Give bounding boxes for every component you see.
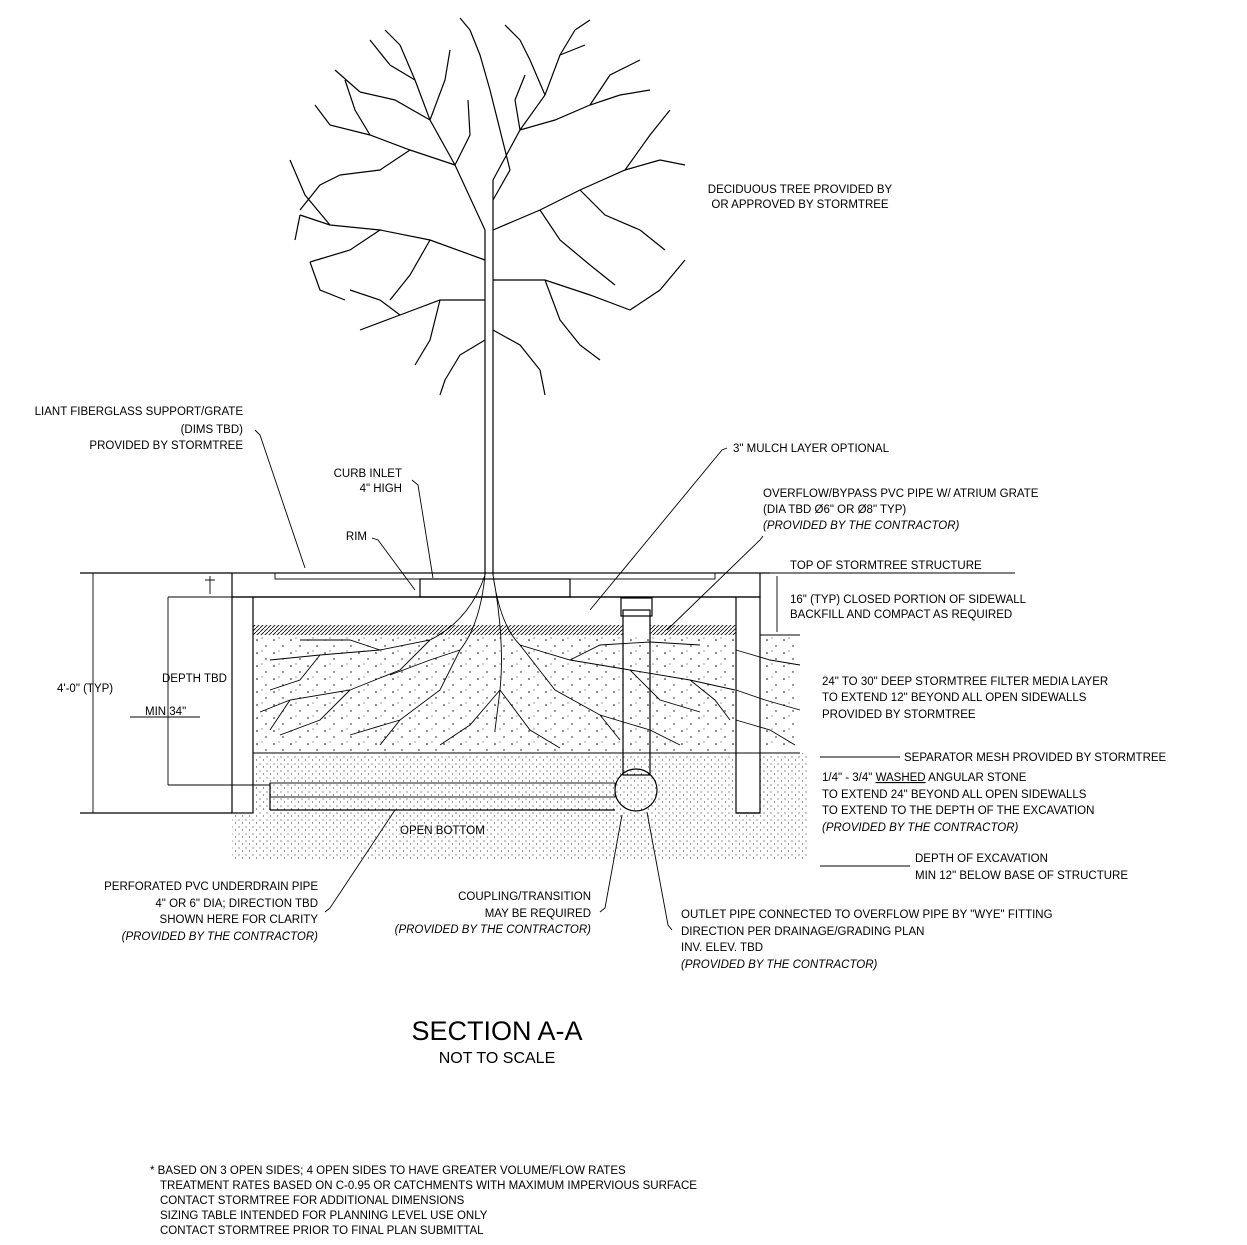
curb-label-line-2: 4" HIGH bbox=[360, 483, 402, 495]
media-label-line-2: TO EXTEND 12" BEYOND ALL OPEN SIDEWALLS bbox=[822, 692, 1087, 704]
stormtree-structure bbox=[80, 572, 800, 814]
note-line-4: SIZING TABLE INTENDED FOR PLANNING LEVEL… bbox=[160, 1210, 488, 1222]
media-label-line-1: 24" TO 30" DEEP STORMTREE FILTER MEDIA L… bbox=[822, 676, 1108, 688]
dimension-lines bbox=[92, 573, 778, 813]
coupling-label-line-3: (PROVIDED BY THE CONTRACTOR) bbox=[395, 924, 592, 936]
outlet-label-line-2: DIRECTION PER DRAINAGE/GRADING PLAN bbox=[681, 926, 924, 938]
sidewall-label-line-2: BACKFILL AND COMPACT AS REQUIRED bbox=[790, 609, 1012, 621]
excavation-label-line-1: DEPTH OF EXCAVATION bbox=[915, 853, 1048, 865]
underdrain-label-line-3: SHOWN HERE FOR CLARITY bbox=[160, 914, 319, 926]
root-system bbox=[259, 574, 801, 749]
outlet-label-line-3: INV. ELEV. TBD bbox=[681, 942, 763, 954]
coupling-label-line-2: MAY BE REQUIRED bbox=[485, 908, 591, 920]
section-scale: NOT TO SCALE bbox=[439, 1050, 555, 1067]
stone-label-line-2: TO EXTEND 24" BEYOND ALL OPEN SIDEWALLS bbox=[822, 789, 1087, 801]
height-dimension-label: 4'-0" (TYP) bbox=[57, 683, 113, 695]
underdrain-label-line-1: PERFORATED PVC UNDERDRAIN PIPE bbox=[104, 881, 318, 893]
overflow-label-line-1: OVERFLOW/BYPASS PVC PIPE W/ ATRIUM GRATE bbox=[763, 488, 1039, 500]
overflow-label-line-3: (PROVIDED BY THE CONTRACTOR) bbox=[763, 520, 960, 532]
note-line-2: TREATMENT RATES BASED ON C-0.95 OR CATCH… bbox=[160, 1180, 697, 1192]
section-title: SECTION A-A bbox=[411, 1016, 582, 1046]
note-line-5: CONTACT STORMTREE PRIOR TO FINAL PLAN SU… bbox=[160, 1225, 484, 1237]
excavation-label-line-2: MIN 12" BELOW BASE OF STRUCTURE bbox=[915, 870, 1128, 882]
stone-label-line-3: TO EXTEND TO THE DEPTH OF THE EXCAVATION bbox=[822, 805, 1094, 817]
mesh-label: SEPARATOR MESH PROVIDED BY STORMTREE bbox=[904, 752, 1167, 764]
open-bottom-label: OPEN BOTTOM bbox=[400, 825, 485, 837]
stone-label-line-1: 1/4" - 3/4" WASHED ANGULAR STONE bbox=[822, 772, 1027, 784]
note-line-1: * BASED ON 3 OPEN SIDES; 4 OPEN SIDES TO… bbox=[150, 1165, 626, 1177]
tree-label-line-1: DECIDUOUS TREE PROVIDED BY bbox=[708, 184, 893, 196]
underdrain-label-line-4: (PROVIDED BY THE CONTRACTOR) bbox=[122, 931, 319, 943]
mulch-label: 3" MULCH LAYER OPTIONAL bbox=[733, 443, 890, 455]
note-line-3: CONTACT STORMTREE FOR ADDITIONAL DIMENSI… bbox=[160, 1195, 465, 1207]
curb-label-line-1: CURB INLET bbox=[334, 468, 402, 480]
stone-label-line-4: (PROVIDED BY THE CONTRACTOR) bbox=[822, 822, 1019, 834]
sidewall-label-line-1: 16" (TYP) CLOSED PORTION OF SIDEWALL bbox=[790, 594, 1027, 606]
depth-label: DEPTH TBD bbox=[162, 673, 227, 685]
top-structure-label: TOP OF STORMTREE STRUCTURE bbox=[790, 560, 982, 572]
soil-layers bbox=[232, 625, 807, 861]
leader-lines bbox=[254, 429, 1015, 931]
min-depth-label: MIN 34" bbox=[145, 706, 186, 718]
rim-label: RIM bbox=[346, 531, 367, 543]
overflow-label-line-2: (DIA TBD Ø6" OR Ø8" TYP) bbox=[763, 504, 906, 516]
outlet-label-line-4: (PROVIDED BY THE CONTRACTOR) bbox=[681, 959, 878, 971]
outlet-label-line-1: OUTLET PIPE CONNECTED TO OVERFLOW PIPE B… bbox=[681, 909, 1053, 921]
grate-label-line-2: (DIMS TBD) bbox=[181, 424, 244, 436]
coupling-label-line-1: COUPLING/TRANSITION bbox=[458, 891, 591, 903]
grate-label-line-1: LIANT FIBERGLASS SUPPORT/GRATE bbox=[35, 406, 244, 418]
grate-label-line-3: PROVIDED BY STORMTREE bbox=[89, 440, 243, 452]
tree-graphic bbox=[289, 17, 686, 575]
tree-label-line-2: OR APPROVED BY STORMTREE bbox=[711, 199, 889, 211]
underdrain-label-line-2: 4" OR 6" DIA; DIRECTION TBD bbox=[155, 898, 318, 910]
media-label-line-3: PROVIDED BY STORMTREE bbox=[822, 709, 976, 721]
